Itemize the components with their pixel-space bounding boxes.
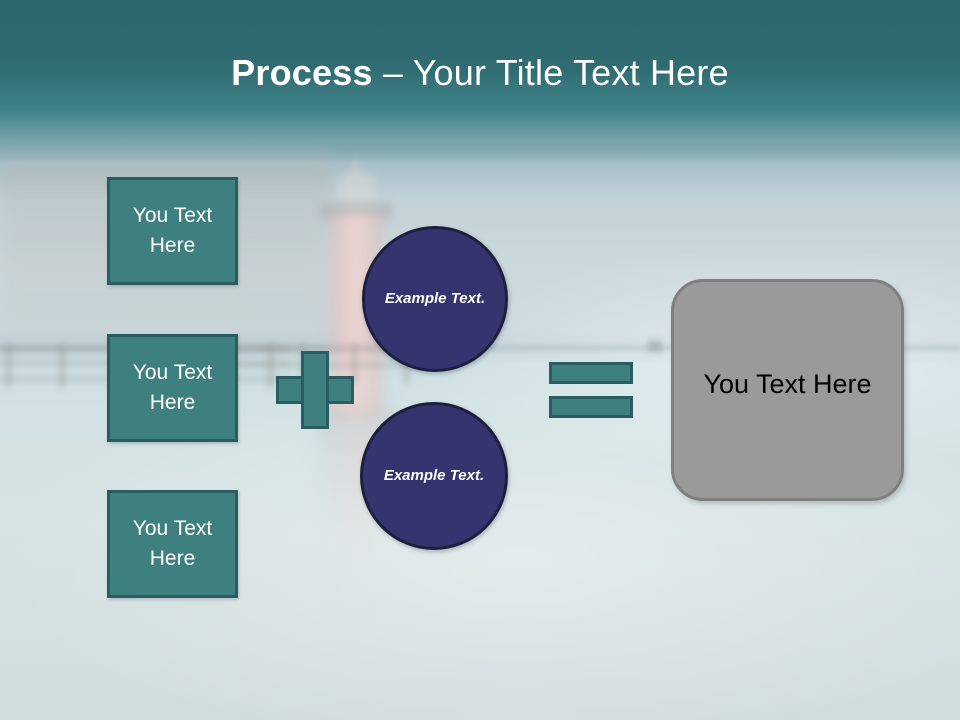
equals-top-bar xyxy=(549,362,633,384)
title-band xyxy=(0,0,960,172)
input-box-3-label: You Text Here xyxy=(132,516,213,570)
lighthouse-lantern-icon xyxy=(337,176,375,208)
page-title: Process – Your Title Text Here xyxy=(0,52,960,94)
plus-center-fill xyxy=(304,379,326,401)
example-circle-1-label: Example Text. xyxy=(384,290,486,308)
input-box-1[interactable]: You Text Here xyxy=(107,177,238,285)
result-box-label: You Text Here xyxy=(703,368,872,399)
pier-post xyxy=(268,344,273,388)
example-circle-2-label: Example Text. xyxy=(383,467,485,485)
input-box-2-label: You Text Here xyxy=(132,360,213,414)
page-title-rest: – Your Title Text Here xyxy=(372,52,729,93)
example-circle-1[interactable]: Example Text. xyxy=(362,226,508,372)
plus-operator-icon xyxy=(276,351,354,429)
pier-rail xyxy=(240,346,430,351)
example-circle-2[interactable]: Example Text. xyxy=(360,402,508,550)
distant-structure xyxy=(648,340,662,352)
input-box-3[interactable]: You Text Here xyxy=(107,490,238,598)
result-box[interactable]: You Text Here xyxy=(671,279,904,501)
equals-operator-icon xyxy=(549,362,633,418)
input-box-1-label: You Text Here xyxy=(132,203,213,257)
pier-rail xyxy=(240,363,430,367)
input-box-2[interactable]: You Text Here xyxy=(107,334,238,442)
equals-bottom-bar xyxy=(549,396,633,418)
pier-post xyxy=(6,344,11,388)
pier-post xyxy=(352,344,357,384)
pier-post xyxy=(60,344,65,388)
page-title-bold: Process xyxy=(231,52,373,93)
